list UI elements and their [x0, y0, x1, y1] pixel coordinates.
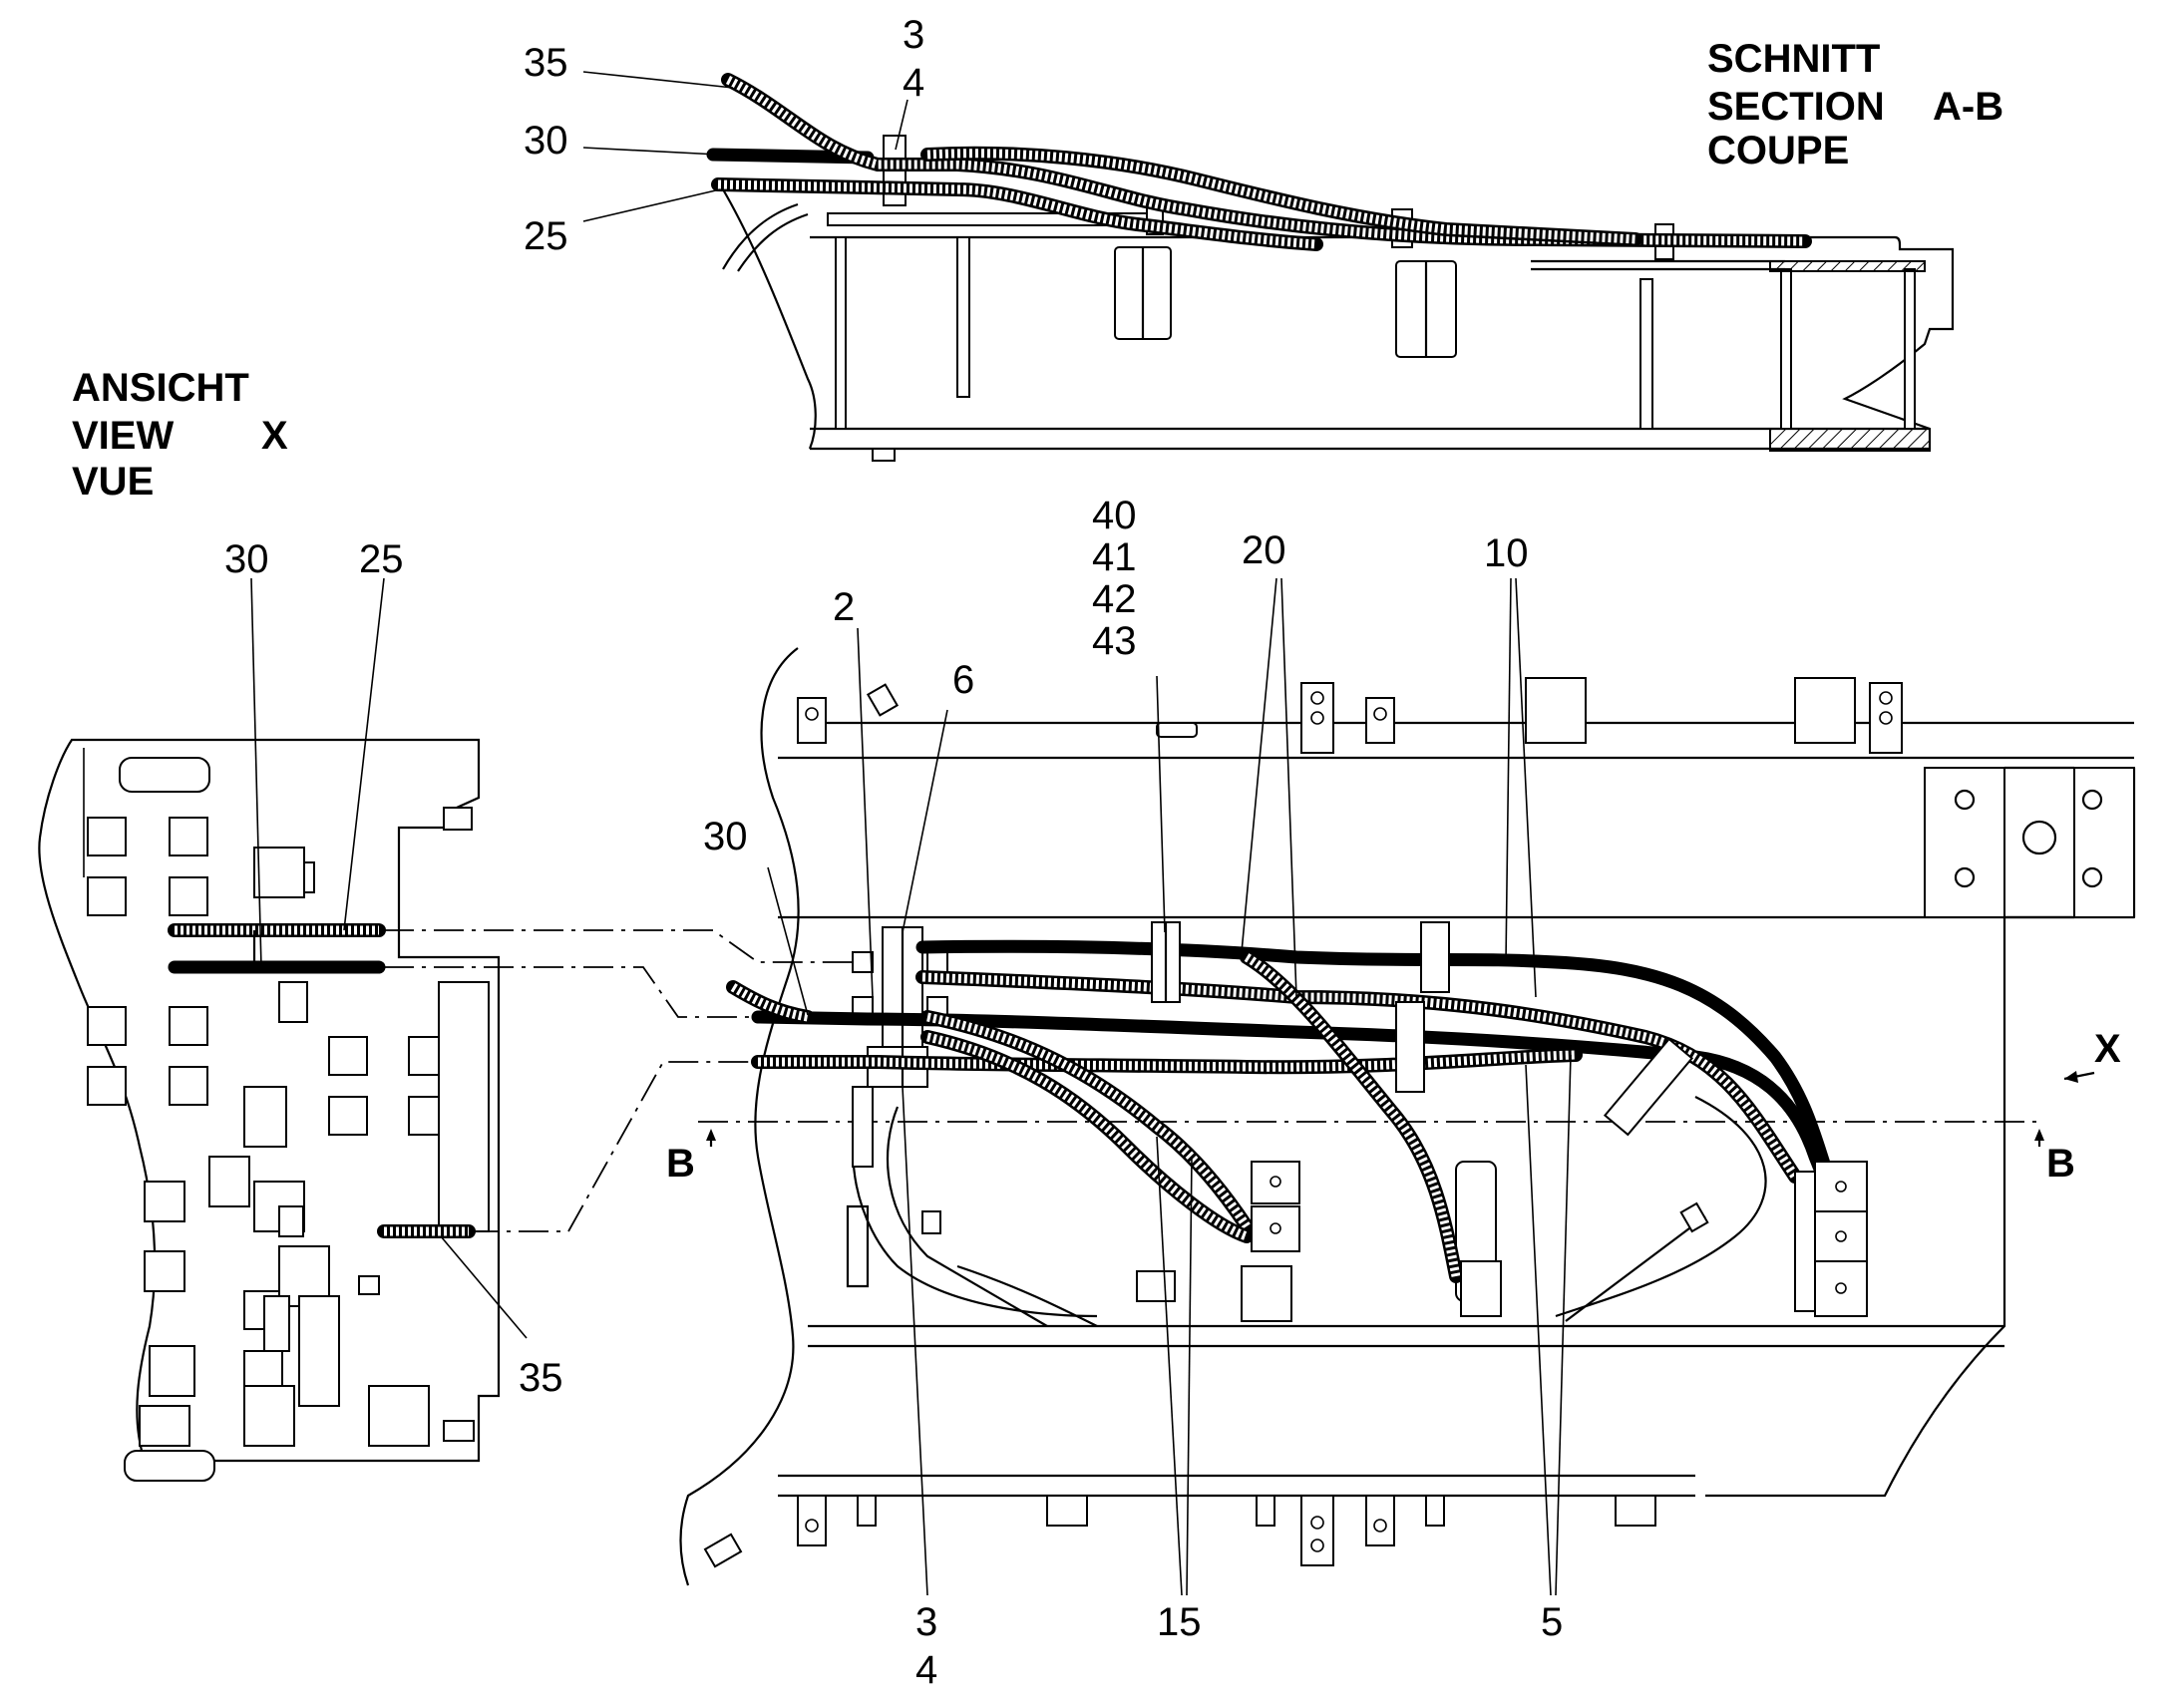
section-title-de: SCHNITT [1707, 37, 1880, 81]
section-a-b-view: 35 30 25 3 4 SCHNITT SECTION A-B COUPE [524, 13, 2003, 462]
view-marker-x: X [2094, 1027, 2121, 1071]
hydraulic-hoses [726, 939, 1842, 1283]
view-callout-35: 35 [519, 1356, 563, 1400]
section-title-en: SECTION [1707, 85, 1885, 129]
section-callout-30: 30 [524, 119, 568, 163]
section-callout-4: 4 [903, 61, 924, 105]
main-callout-41: 41 [1092, 535, 1137, 579]
bottom-brackets [703, 1495, 1656, 1568]
view-callout-30: 30 [224, 537, 269, 581]
view-callout-25: 25 [359, 537, 404, 581]
main-callout-4: 4 [915, 1648, 937, 1692]
main-plan-view: B B X 2 6 30 40 41 42 43 20 10 3 4 15 5 [666, 494, 2136, 1692]
main-callout-15: 15 [1157, 1600, 1202, 1644]
view-x-panel: ANSICHT VIEW X VUE [38, 366, 563, 1482]
valve-blocks [87, 757, 490, 1482]
main-callout-40: 40 [1092, 494, 1137, 537]
main-callout-10: 10 [1484, 531, 1529, 575]
main-callout-43: 43 [1092, 619, 1137, 663]
section-marker-b-right: B [2046, 1142, 2075, 1186]
main-callout-3: 3 [915, 1600, 937, 1644]
main-callout-20: 20 [1242, 528, 1286, 572]
section-callout-25: 25 [524, 214, 568, 258]
view-title-de: ANSICHT [72, 366, 249, 410]
main-callout-5: 5 [1541, 1600, 1563, 1644]
section-callout-35: 35 [524, 41, 568, 85]
view-title-en: VIEW [72, 414, 174, 458]
section-title-ref: A-B [1933, 85, 2003, 129]
section-title-fr: COUPE [1707, 129, 1849, 172]
section-marker-b-left: B [666, 1142, 695, 1186]
view-title-ref: X [261, 414, 288, 458]
top-brackets [797, 677, 1903, 754]
section-callout-3: 3 [903, 13, 924, 57]
main-callout-6: 6 [952, 658, 974, 702]
main-callout-42: 42 [1092, 577, 1137, 621]
projection-lines [384, 929, 2044, 1232]
main-callout-30: 30 [703, 815, 748, 858]
main-callout-2: 2 [833, 585, 855, 629]
view-title-fr: VUE [72, 460, 154, 504]
control-valves [1251, 1161, 1868, 1317]
